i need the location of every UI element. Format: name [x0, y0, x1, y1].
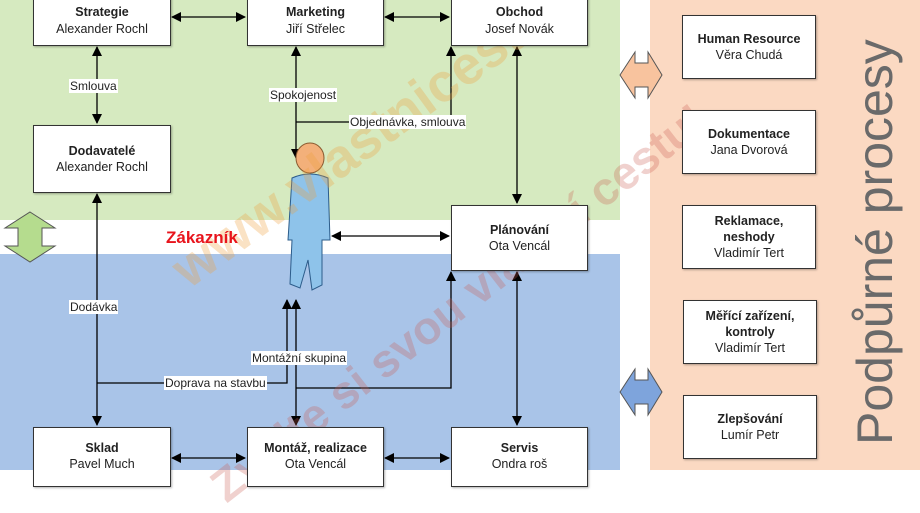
- process-owner: Ota Vencál: [284, 457, 347, 472]
- support-owner: Vladimír Tert: [715, 341, 785, 356]
- process-title: Dodavatelé: [68, 143, 136, 158]
- process-owner: Alexander Rochl: [56, 160, 148, 174]
- process-owner: Ondra roš: [491, 457, 548, 472]
- orange-double-arrow-icon: [619, 50, 663, 100]
- flow-label-montazni-skupina: Montážní skupina: [251, 351, 348, 365]
- flow-label-objednavka: Objednávka, smlouva: [349, 115, 467, 129]
- process-owner: Pavel Much: [69, 457, 135, 472]
- process-owner: Jiří Střelec: [285, 21, 346, 36]
- support-title: Dokumentace: [708, 126, 790, 141]
- support-processes-title: Podpůrné procesy: [847, 39, 903, 445]
- flow-label-dodavka: Dodávka: [69, 300, 119, 314]
- process-title: Montáž, realizace: [264, 441, 367, 455]
- process-title: Obchod: [495, 5, 544, 20]
- support-title: Zlepšování: [717, 411, 783, 426]
- customer-label: Zákazník: [166, 228, 238, 247]
- blue-double-arrow-icon: [619, 367, 663, 417]
- process-title: Servis: [500, 441, 539, 455]
- support-title: Reklamace, neshody: [714, 213, 784, 244]
- support-title: Měřící zařízení, kontroly: [705, 308, 795, 339]
- process-title: Strategie: [75, 5, 129, 20]
- green-double-arrow-icon: [3, 211, 57, 263]
- flow-label-spokojenost: Spokojenost: [269, 88, 338, 102]
- support-owner: Lumír Petr: [720, 428, 780, 442]
- support-owner: Jana Dvorová: [710, 143, 788, 157]
- support-title: Human Resource: [697, 31, 801, 46]
- support-owner: Vladimír Tert: [714, 246, 784, 261]
- support-owner: Věra Chudá: [715, 48, 783, 62]
- flow-label-doprava: Doprava na stavbu: [164, 376, 267, 390]
- process-title: Marketing: [285, 5, 346, 20]
- process-title: Plánování: [489, 222, 550, 237]
- customer-figure-icon: [287, 142, 331, 291]
- process-owner: Josef Novák: [485, 21, 554, 36]
- flow-label-smlouva: Smlouva: [69, 79, 118, 93]
- process-title: Sklad: [85, 441, 119, 455]
- process-owner: Ota Vencál: [488, 239, 551, 253]
- process-owner: Alexander Rochl: [56, 21, 148, 36]
